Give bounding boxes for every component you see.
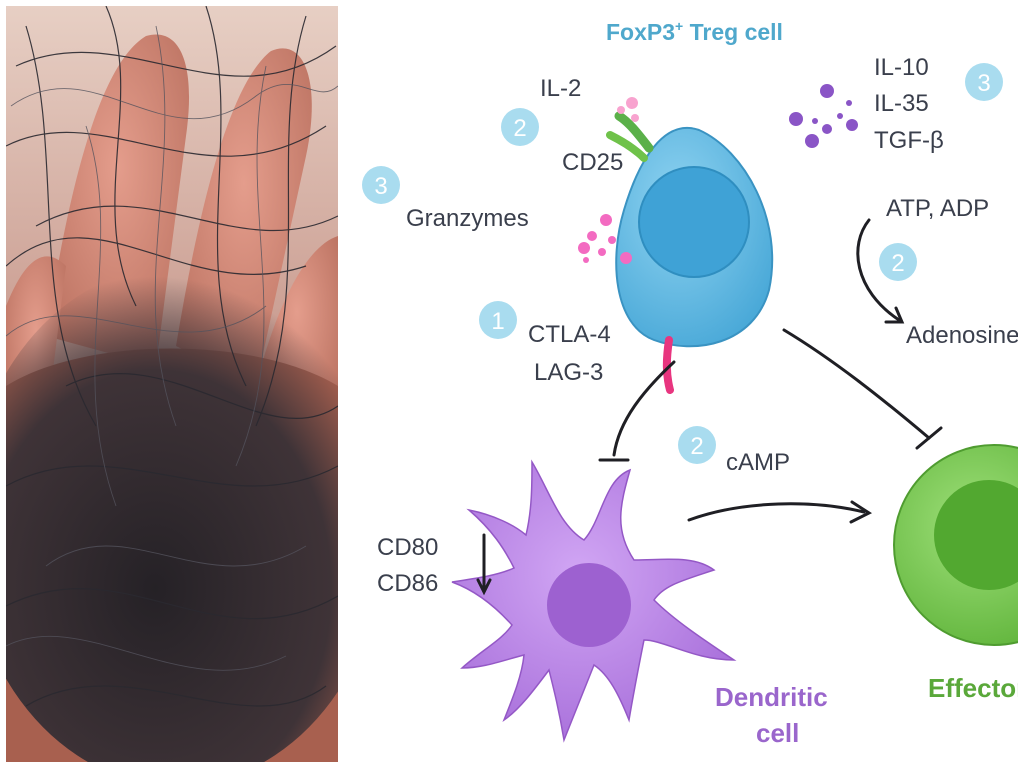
- il2-molecules: [617, 97, 639, 122]
- label-cd86: CD86: [377, 570, 438, 597]
- label-adenosine: Adenosine: [906, 322, 1018, 349]
- label-tgfb: TGF-β: [874, 127, 944, 154]
- svg-text:3: 3: [374, 173, 387, 200]
- cd80-cd86-down-arrowhead: [476, 578, 492, 596]
- hair-in-hand-photo: [6, 6, 338, 762]
- label-dendritic-cell-line1: Dendritic: [715, 682, 828, 712]
- svg-text:2: 2: [891, 250, 904, 277]
- label-granzymes: Granzymes: [406, 205, 529, 232]
- label-il2: IL-2: [540, 75, 581, 102]
- diagram-title: FoxP3+ Treg cell: [606, 18, 783, 45]
- badge-camp: 2: [678, 426, 716, 464]
- badge-adenosine: 2: [879, 243, 917, 281]
- ctla4-inhibition-line: [612, 360, 676, 457]
- atp-conversion-arrowhead: [884, 306, 905, 324]
- dc-to-effector-arrowhead: [849, 500, 873, 524]
- svg-text:2: 2: [513, 115, 526, 142]
- label-cd25: CD25: [562, 149, 623, 176]
- svg-text:2: 2: [690, 433, 703, 460]
- badge-granzymes: 3: [362, 166, 400, 204]
- atp-conversion-arrow: [856, 218, 901, 322]
- label-atp-adp: ATP, ADP: [886, 195, 989, 222]
- diagram-canvas: FoxP3+ Treg cell: [362, 18, 1018, 748]
- treg-to-effector-inhibition-line: [782, 328, 931, 440]
- label-lag3: LAG-3: [534, 359, 603, 386]
- treg-mechanism-diagram: FoxP3+ Treg cell: [344, 0, 1018, 768]
- label-ctla4: CTLA-4: [528, 321, 611, 348]
- badge-il2: 2: [501, 108, 539, 146]
- granzyme-molecules: [578, 214, 632, 264]
- dc-to-effector-arrow: [687, 502, 866, 522]
- label-dendritic-cell-line2: cell: [756, 718, 799, 748]
- svg-text:3: 3: [977, 70, 990, 97]
- svg-text:1: 1: [491, 308, 504, 335]
- label-camp: cAMP: [726, 449, 790, 476]
- label-effector-cell: Effector: [928, 673, 1018, 703]
- badge-cytokines: 3: [965, 63, 1003, 101]
- label-il10: IL-10: [874, 54, 929, 81]
- label-cd80: CD80: [377, 534, 438, 561]
- badge-ctla4: 1: [479, 301, 517, 339]
- treg-to-effector-inhibition-bar: [915, 426, 943, 450]
- effector-cell: [893, 444, 1018, 646]
- cd25-receptor: [606, 111, 654, 162]
- label-il35: IL-35: [874, 90, 929, 117]
- cytokine-molecules: [789, 84, 858, 148]
- hair-photo-illustration: [6, 6, 338, 762]
- dendritic-cell: [451, 459, 737, 743]
- treg-cell: [615, 127, 774, 348]
